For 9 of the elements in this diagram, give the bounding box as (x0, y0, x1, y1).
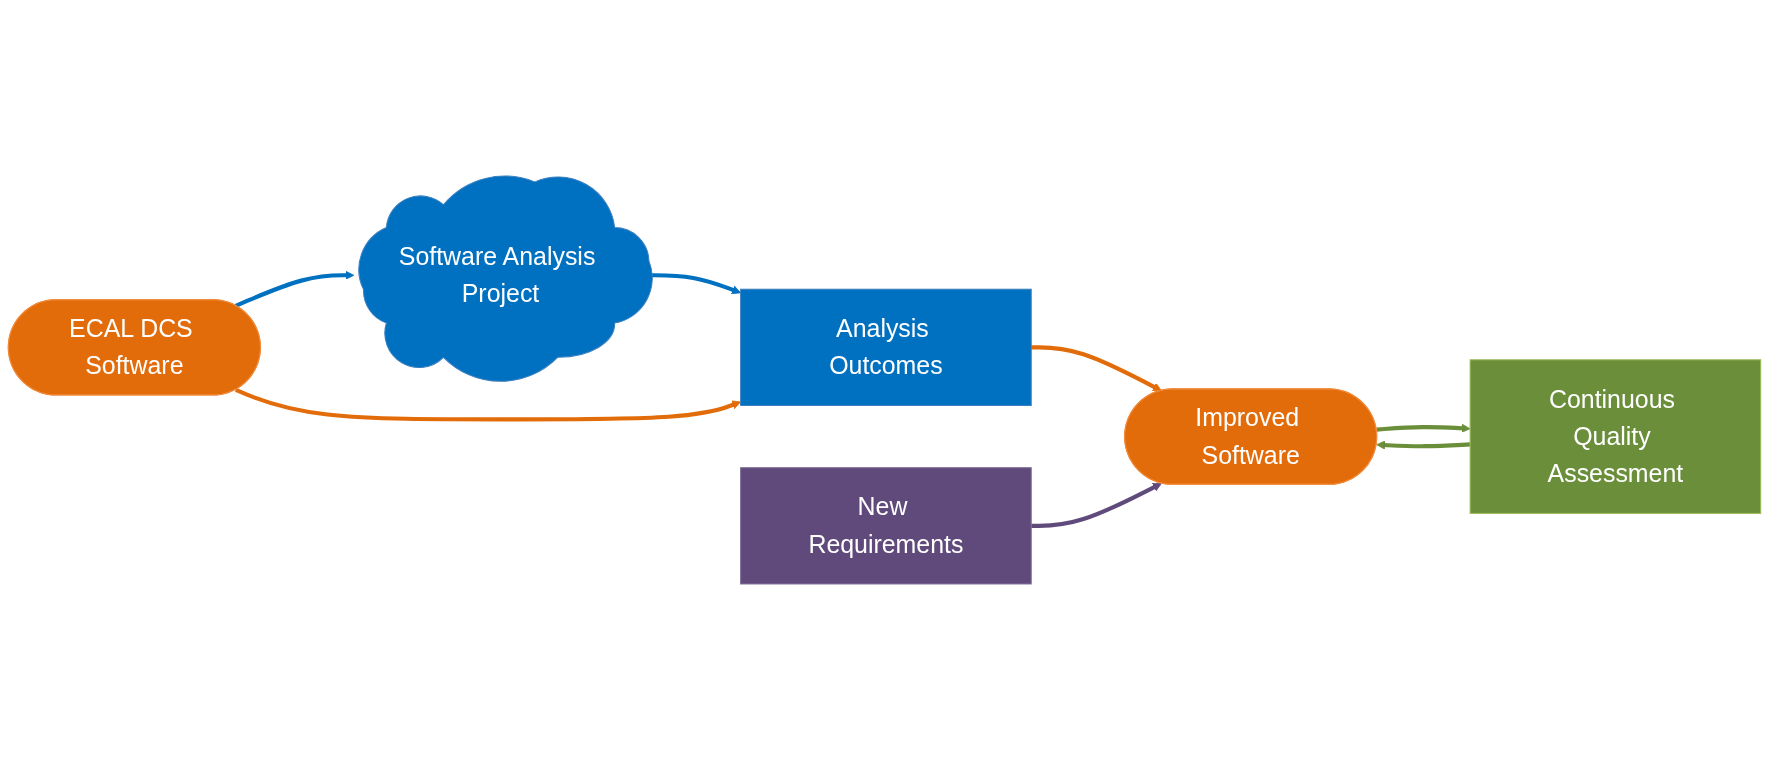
arrow (234, 388, 742, 422)
node-box: Continuous Quality Assessment (1469, 359, 1762, 514)
node-box: New Requirements (740, 467, 1032, 585)
arrow (1031, 483, 1162, 528)
node-box: Analysis Outcomes (740, 288, 1032, 406)
arrow (1376, 440, 1471, 450)
arrow (1031, 345, 1162, 392)
arrow (1376, 423, 1471, 433)
arrow (234, 270, 355, 308)
